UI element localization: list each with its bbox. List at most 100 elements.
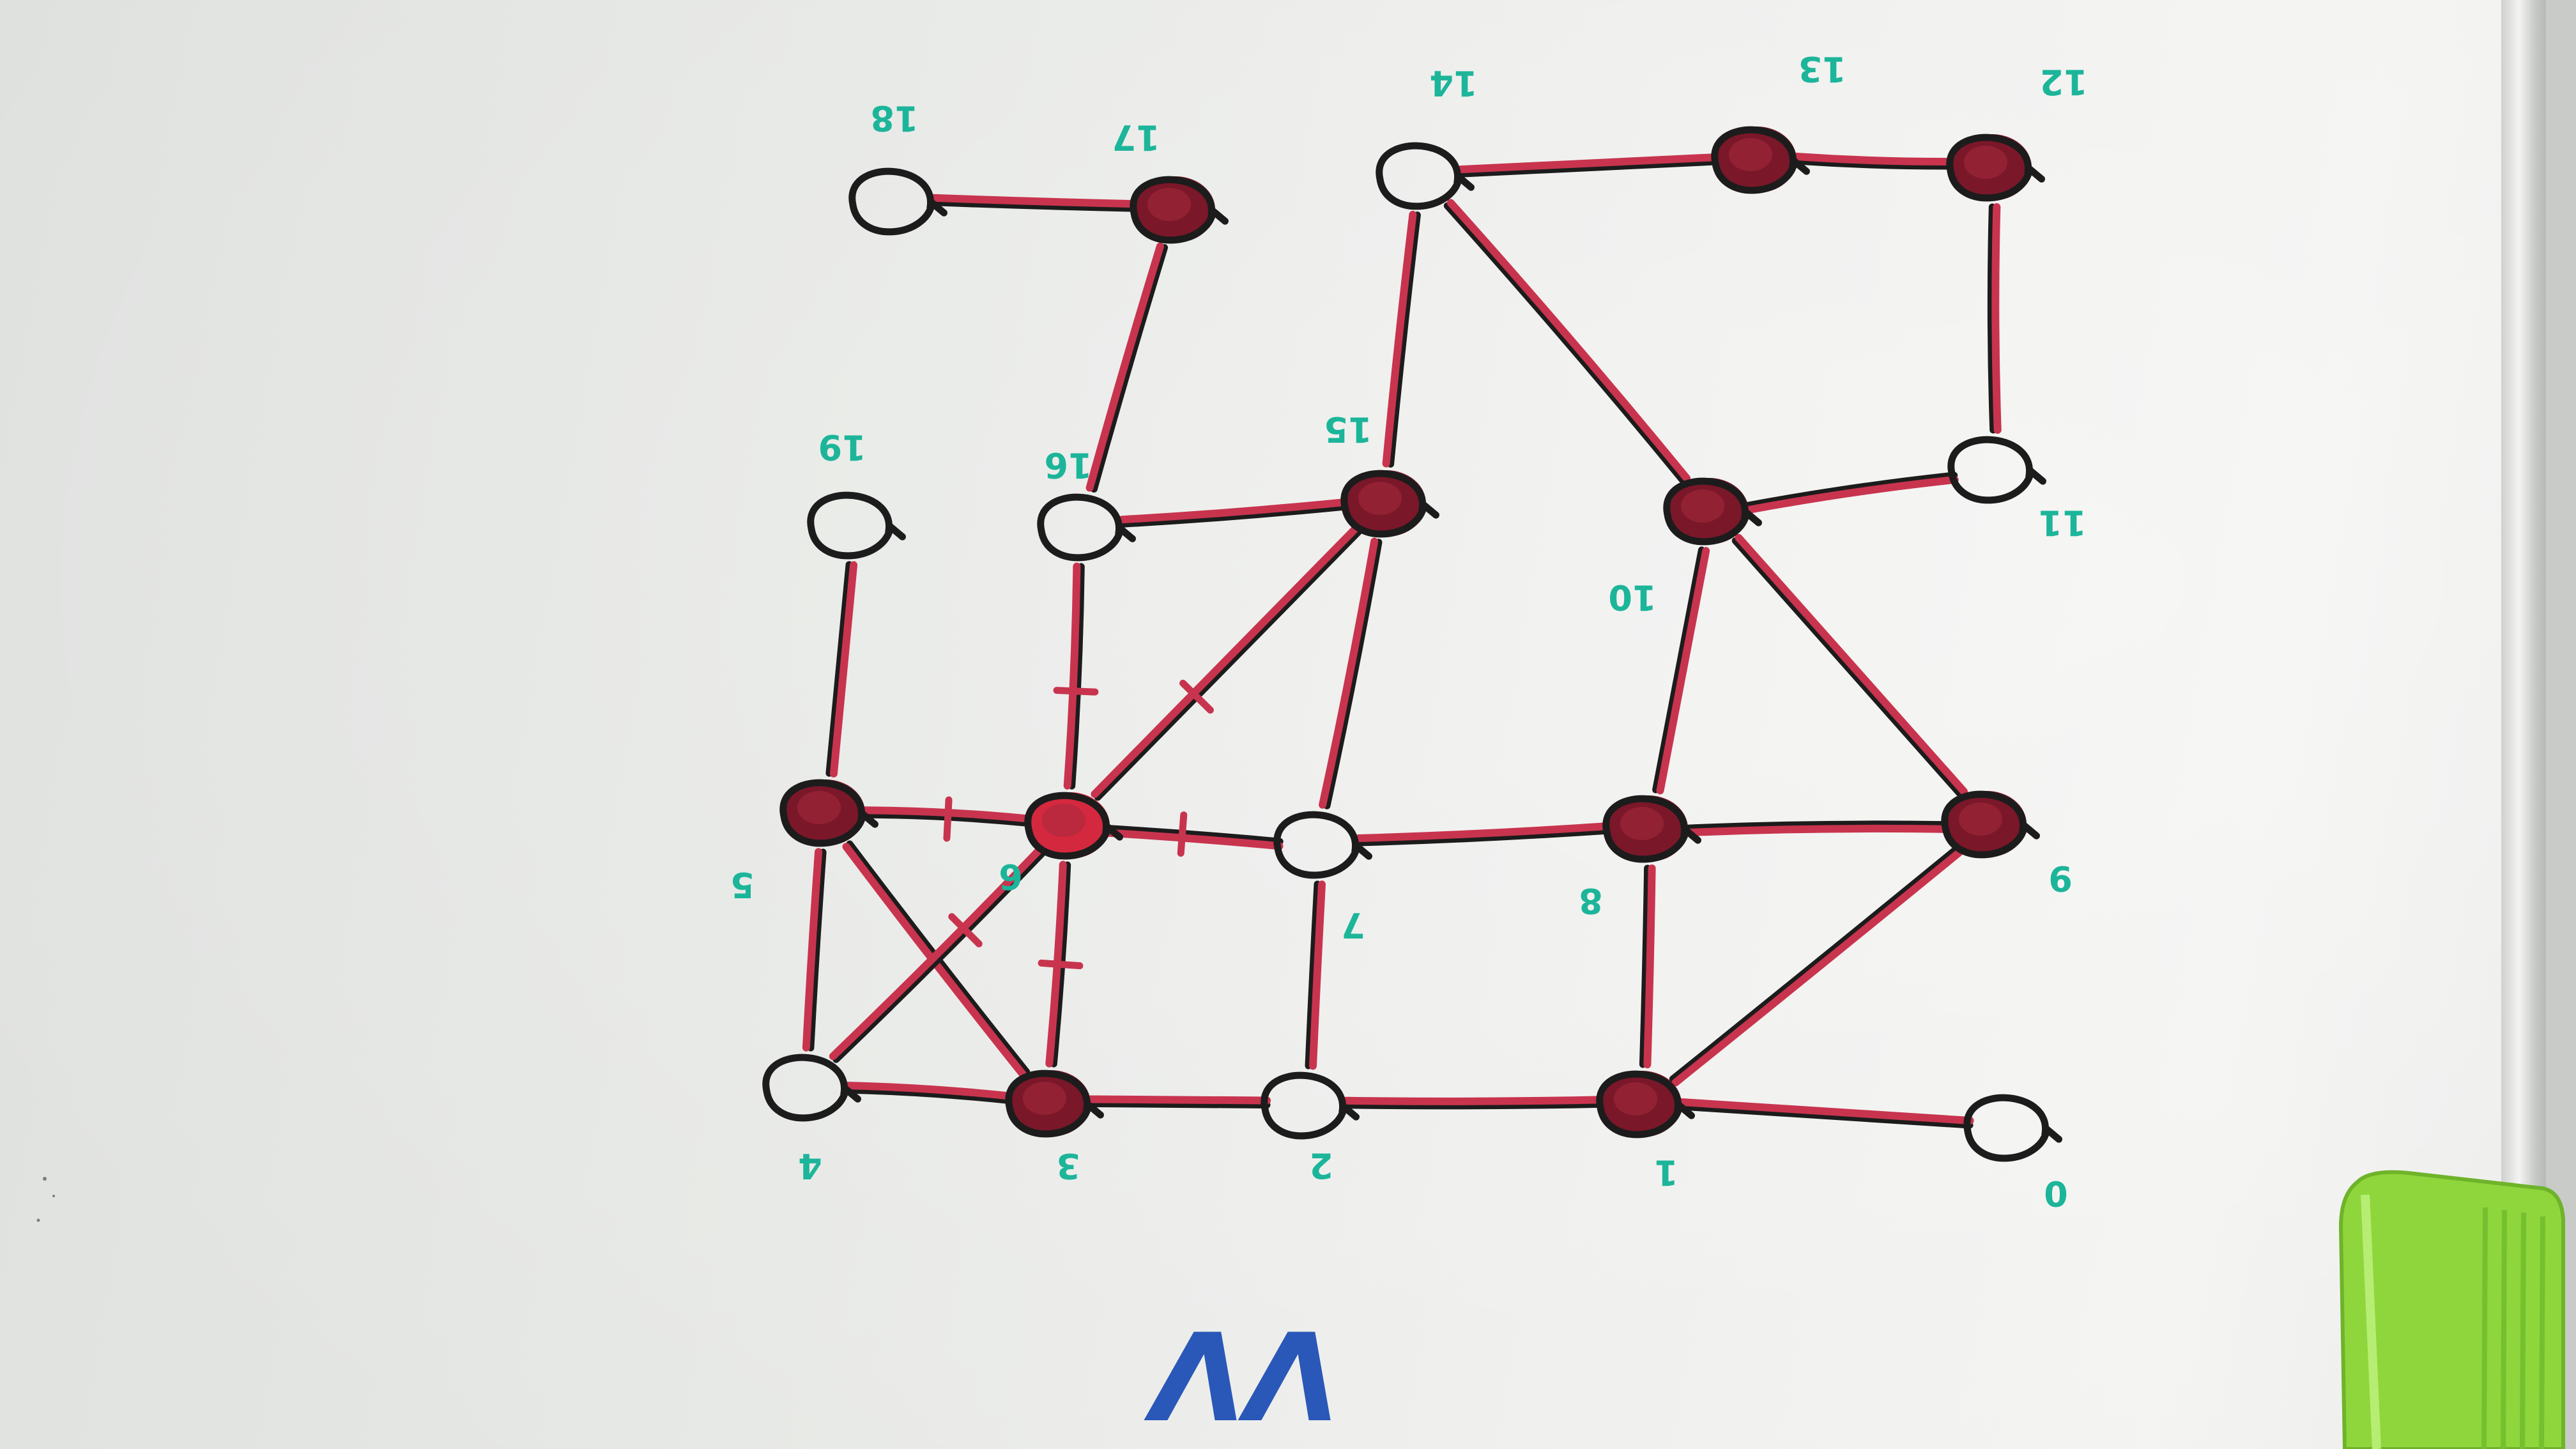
edge-v2-v7 (1305, 880, 1326, 1070)
node-label-19: 19 (818, 427, 866, 468)
edge-stroke-red (1382, 210, 1417, 468)
graph-node-9 (1941, 790, 2040, 859)
edge-stroke-black (1639, 864, 1652, 1068)
node-label-1: 1 (1654, 1152, 1678, 1193)
node-outline (1130, 176, 1229, 244)
node-label-18: 18 (870, 98, 919, 139)
edge-v15-v7 (1319, 537, 1383, 809)
node-label-15: 15 (1324, 409, 1372, 450)
graph-node-6 (1024, 792, 1123, 860)
board-caption: VV (1151, 1303, 1340, 1445)
edge-stroke-black (1119, 503, 1351, 528)
node-label-10: 10 (1608, 577, 1657, 618)
graph-node-17 (1130, 176, 1229, 244)
node-label-11: 11 (2038, 502, 2087, 543)
node-outline (1261, 1071, 1360, 1140)
edge-v6-v4 (829, 846, 1046, 1063)
node-label-14: 14 (1429, 63, 1478, 103)
node-outline (1946, 134, 2045, 202)
edge-stroke-red (1671, 848, 1963, 1087)
tick-mark (943, 796, 953, 842)
edge-stroke-red (1745, 475, 1959, 514)
edge-stroke-black (1387, 211, 1421, 468)
edge-stroke-black (1305, 880, 1321, 1070)
edge-v2-v3 (1087, 1095, 1271, 1108)
node-outline (1340, 470, 1439, 538)
edge-stroke-black (1652, 546, 1705, 793)
edge-stroke-black (1744, 471, 1958, 509)
edge-stroke-black (1090, 244, 1169, 493)
tick-mark (1179, 679, 1214, 714)
node-label-5: 5 (730, 864, 755, 905)
graph-node-7 (1273, 811, 1372, 879)
edge-v16-v6 (1063, 562, 1085, 790)
graph-node-8 (1602, 795, 1701, 863)
edge-v10-v14 (1443, 199, 1690, 485)
node-shade (1620, 807, 1664, 840)
edge-stroke-black (1678, 1103, 1974, 1129)
edge-stroke-red (1309, 880, 1326, 1070)
edge-v6-v7 (1105, 825, 1284, 850)
edge-stroke-red (1319, 537, 1379, 809)
node-outline (1663, 477, 1762, 546)
node-outline (1711, 126, 1810, 194)
tick-mark (1053, 687, 1099, 696)
node-label-9: 9 (2048, 858, 2073, 899)
edge-stroke-red (829, 561, 858, 778)
edge-stroke-red (1991, 203, 2002, 434)
edge-v8-v9 (1684, 820, 1952, 837)
edge-stroke-red (1063, 562, 1081, 790)
node-shade (1041, 804, 1086, 837)
edge-stroke-red (1354, 822, 1613, 842)
node-label-16: 16 (1044, 445, 1092, 486)
node-outline (1376, 142, 1475, 210)
graph-edges (802, 153, 2002, 1129)
edge-v15-v6 (1091, 525, 1363, 801)
graph-node-1 (1596, 1070, 1695, 1138)
edge-stroke-red (802, 848, 823, 1052)
edge-stroke-black (1684, 820, 1951, 832)
node-label-6: 6 (999, 856, 1023, 897)
node-label-3: 3 (1056, 1146, 1080, 1186)
node-outline (779, 779, 878, 847)
edge-stroke-red (1087, 1095, 1271, 1105)
edge-stroke-black (1087, 1100, 1271, 1108)
graph-node-14 (1376, 142, 1475, 210)
edge-stroke-black (832, 850, 1046, 1063)
node-label-7: 7 (1341, 905, 1365, 946)
graph-node-12 (1946, 134, 2045, 202)
edge-v17-v16 (1085, 242, 1169, 493)
node-outline (1941, 790, 2040, 859)
edge-tick-marks (943, 679, 1214, 970)
graph-node-11 (1947, 436, 2046, 504)
edge-stroke-red (1656, 547, 1710, 795)
edge-stroke-black (1793, 157, 1956, 170)
edge-stroke-black (1068, 563, 1085, 790)
node-outline (1024, 792, 1123, 860)
node-outline (762, 1054, 861, 1122)
graph-node-4 (762, 1054, 861, 1122)
edge-stroke-black (825, 561, 853, 777)
edge-v9-v10 (1731, 533, 1968, 799)
graph-node-2 (1261, 1071, 1360, 1140)
edge-v11-v12 (1987, 203, 2002, 434)
edge-stroke-red (1643, 864, 1656, 1069)
edge-stroke-red (1118, 498, 1351, 524)
edge-stroke-red (1446, 199, 1690, 482)
node-outline (1602, 795, 1701, 863)
node-label-2: 2 (1309, 1145, 1333, 1186)
node-shade (1613, 1082, 1658, 1116)
graph-node-19 (807, 491, 906, 560)
edge-stroke-black (1987, 203, 1997, 434)
node-outline (807, 491, 906, 560)
edge-stroke-black (1094, 528, 1363, 801)
edge-stroke-black (1355, 827, 1613, 847)
edge-v5-v4 (802, 848, 827, 1052)
edge-stroke-red (1735, 533, 1968, 795)
node-shade (1022, 1082, 1067, 1115)
edge-stroke-red (1085, 242, 1164, 492)
edge-stroke-red (1678, 1098, 1974, 1124)
edge-stroke-black (930, 199, 1140, 212)
node-shade (1680, 489, 1725, 523)
